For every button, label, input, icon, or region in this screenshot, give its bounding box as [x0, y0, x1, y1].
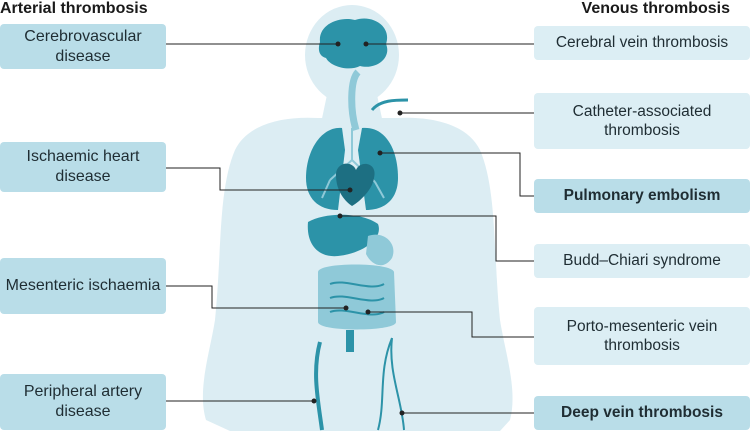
- connector-dots: [311, 41, 405, 416]
- intestine-icon: [318, 264, 396, 330]
- venous-box-budd-chiari: Budd–Chiari syndrome: [534, 244, 750, 278]
- venous-heading: Venous thrombosis: [581, 0, 730, 17]
- throat-icon: [348, 69, 361, 132]
- arterial-box-peripheral: Peripheral artery disease: [0, 374, 166, 430]
- arterial-box-cerebrovascular: Cerebrovascular disease: [0, 24, 166, 69]
- arterial-box-mesenteric: Mesenteric ischaemia: [0, 258, 166, 314]
- arterial-heading: Arterial thrombosis: [0, 0, 148, 17]
- venous-box-porto-mesenteric: Porto-mesenteric vein thrombosis: [534, 307, 750, 365]
- arterial-box-ischaemic-heart: Ischaemic heart disease: [0, 142, 166, 192]
- liver-icon: [307, 214, 379, 257]
- stomach-icon: [366, 234, 394, 266]
- connector-lines: [166, 43, 534, 414]
- catheter-icon: [370, 98, 409, 112]
- venous-box-catheter: Catheter-associated thrombosis: [534, 93, 750, 149]
- colon-detail-icon: [329, 281, 385, 316]
- venous-box-cerebral-vein: Cerebral vein thrombosis: [534, 26, 750, 60]
- heart-icon: [336, 163, 375, 206]
- left-lung-icon: [306, 127, 345, 210]
- venous-box-deep-vein: Deep vein thrombosis: [534, 396, 750, 430]
- brain-icon: [318, 18, 388, 69]
- venous-box-pulmonary-embolism: Pulmonary embolism: [534, 179, 750, 213]
- leg-vein-icon: [377, 337, 405, 431]
- leg-artery-icon: [314, 341, 324, 431]
